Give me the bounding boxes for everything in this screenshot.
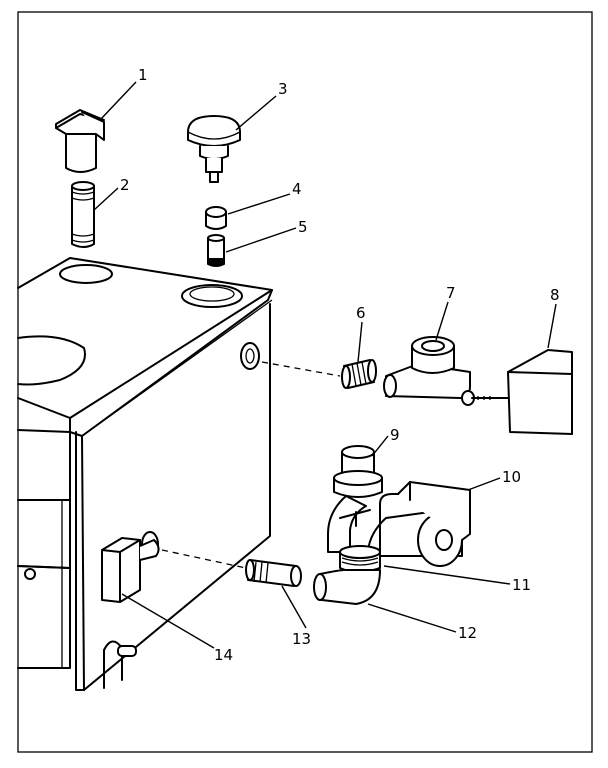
- assembly-line-lower: [161, 549, 247, 569]
- callout-13: 13: [292, 630, 311, 648]
- boiler-cabinet: [17, 257, 273, 691]
- part-2-pipe-nipple: [71, 181, 95, 248]
- callout-14: 14: [214, 646, 233, 664]
- part-1-relief-valve-cap: [55, 109, 105, 173]
- part-7-tee-fitting: [383, 336, 501, 406]
- side-hole: [24, 568, 36, 580]
- part-3-gauge: [187, 115, 241, 183]
- part-11-pump-flange: [339, 545, 381, 573]
- callout-5: 5: [298, 218, 308, 236]
- part-5-short-nipple: [207, 234, 225, 267]
- part-8-control-box: [499, 349, 573, 435]
- callout-2: 2: [120, 176, 130, 194]
- slot-tab: [117, 645, 137, 657]
- part-6-threaded-nipple: [341, 359, 377, 389]
- leader-4: [227, 193, 291, 215]
- top-opening-large: [17, 335, 86, 386]
- leader-6: [357, 321, 363, 363]
- callout-12: 12: [458, 624, 477, 642]
- part-13-threaded-nipple: [245, 559, 302, 587]
- callout-10: 10: [502, 468, 521, 486]
- leader-9: [371, 435, 389, 457]
- callout-8: 8: [550, 286, 560, 304]
- leader-7: [435, 301, 449, 341]
- leader-1: [99, 81, 137, 121]
- leader-5: [225, 227, 297, 253]
- leader-8: [547, 303, 557, 349]
- callout-7: 7: [446, 284, 456, 302]
- leader-14: [121, 593, 215, 649]
- part-12-elbow: [313, 569, 381, 605]
- part-9-flange-adapter: [333, 445, 383, 498]
- part-14-aquastat: [101, 537, 160, 603]
- top-opening-left: [59, 264, 113, 284]
- top-opening-center: [181, 284, 243, 308]
- part-4-bushing: [205, 206, 227, 230]
- callout-1: 1: [138, 66, 148, 84]
- assembly-line-upper: [261, 361, 341, 377]
- leader-12: [367, 603, 457, 633]
- front-panel: [81, 303, 271, 691]
- leader-11: [383, 565, 511, 585]
- upper-port: [240, 342, 260, 370]
- callout-6: 6: [356, 304, 366, 322]
- callout-11: 11: [512, 576, 531, 594]
- leader-13: [281, 585, 307, 629]
- callout-4: 4: [292, 180, 302, 198]
- leader-3: [235, 95, 277, 131]
- leader-2: [93, 187, 119, 211]
- frame-border: [17, 11, 593, 753]
- callout-9: 9: [390, 426, 400, 444]
- callout-3: 3: [278, 80, 288, 98]
- leader-10: [467, 477, 501, 491]
